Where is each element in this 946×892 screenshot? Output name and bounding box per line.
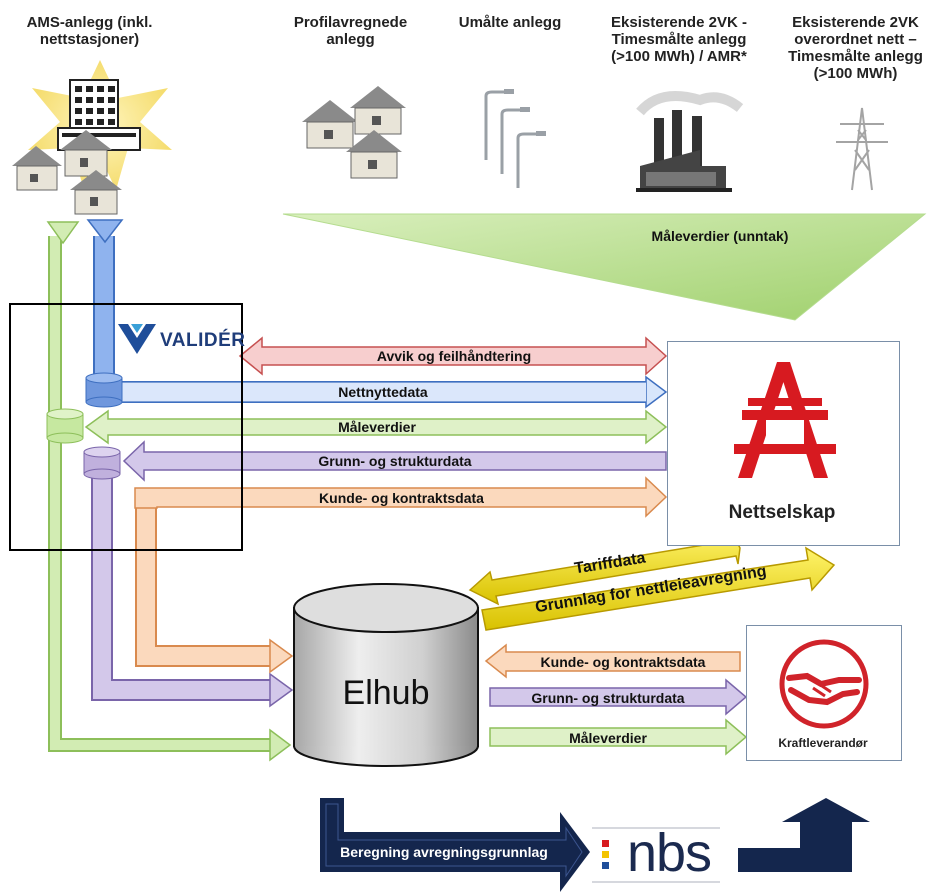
valider-logo-text: VALIDÉR (160, 330, 246, 351)
nettselskap-label: Nettselskap (728, 502, 836, 523)
nettnytte-label: Nettnyttedata (338, 384, 428, 400)
return-arrow (738, 798, 870, 872)
measurement-exceptions-triangle (282, 213, 927, 321)
nettnytte-arrow-body-light (120, 382, 646, 402)
tariff-arrow (468, 531, 741, 606)
purple-cylinder-icon (83, 446, 121, 480)
avvik-label: Avvik og feilhåndtering (376, 348, 532, 364)
maleverdier2-label: Måleverdier (569, 730, 647, 746)
kunde-label: Kunde- og kontraktsdata (319, 490, 484, 506)
source-profil-label: Profilavregnede anlegg (293, 14, 408, 48)
maleverdier-double-arrow (84, 409, 668, 445)
valider-logo-mark (118, 324, 156, 354)
kunde2-label: Kunde- og kontraktsdata (540, 654, 706, 670)
beregning-label: Beregning avregningsgrunnlag (340, 844, 548, 860)
source-umalte-label: Umålte anlegg (458, 14, 562, 31)
source-eks2vk-label: Eksisterende 2VK - Timesmålte anlegg (>1… (611, 14, 747, 65)
triangle-label: Måleverdier (unntak) (651, 228, 789, 244)
kraftleverandor-label: Kraftleverandør (778, 736, 868, 750)
ams-green-pipe (46, 221, 292, 762)
grunn2-label: Grunn- og strukturdata (531, 690, 685, 706)
kunde2-arrow (484, 643, 741, 679)
avvik-double-arrow (238, 336, 668, 376)
maleverdier2-arrow (489, 718, 748, 756)
elhub-database-icon (293, 583, 479, 767)
elhub-label: Elhub (342, 674, 430, 712)
factory-icon (636, 91, 744, 192)
maleverdier-label: Måleverdier (338, 419, 416, 435)
handshake-logo-icon (779, 639, 869, 729)
source-eks2vk-net-label: Eksisterende 2VK overordnet nett – Times… (788, 14, 923, 82)
kraftleverandor-box (746, 625, 902, 761)
nettselskap-box (667, 341, 900, 546)
statnett-logo-icon (734, 362, 836, 478)
nettnytte-arrowhead (645, 375, 668, 409)
grunn-purple-pipe (91, 440, 667, 708)
street-lamps-icon (484, 89, 546, 188)
ams-house-icon (12, 130, 122, 215)
blue-cylinder-icon (85, 372, 123, 408)
nbs-logo-mark (592, 827, 720, 883)
nbs-logo-text: nbs (626, 823, 712, 883)
nettnytte-arrow-edge (120, 381, 646, 403)
grunnlag-arrow (481, 546, 836, 631)
source-ams-label: AMS-anlegg (inkl. nettstasjoner) (26, 14, 153, 48)
green-cylinder-icon (46, 408, 84, 444)
grunn-label: Grunn- og strukturdata (318, 453, 472, 469)
power-pylon-icon (836, 107, 888, 191)
grunn2-arrow (489, 678, 748, 716)
profile-houses-icon (302, 86, 406, 179)
valider-frame (9, 303, 243, 551)
beregning-arrow (320, 798, 590, 892)
